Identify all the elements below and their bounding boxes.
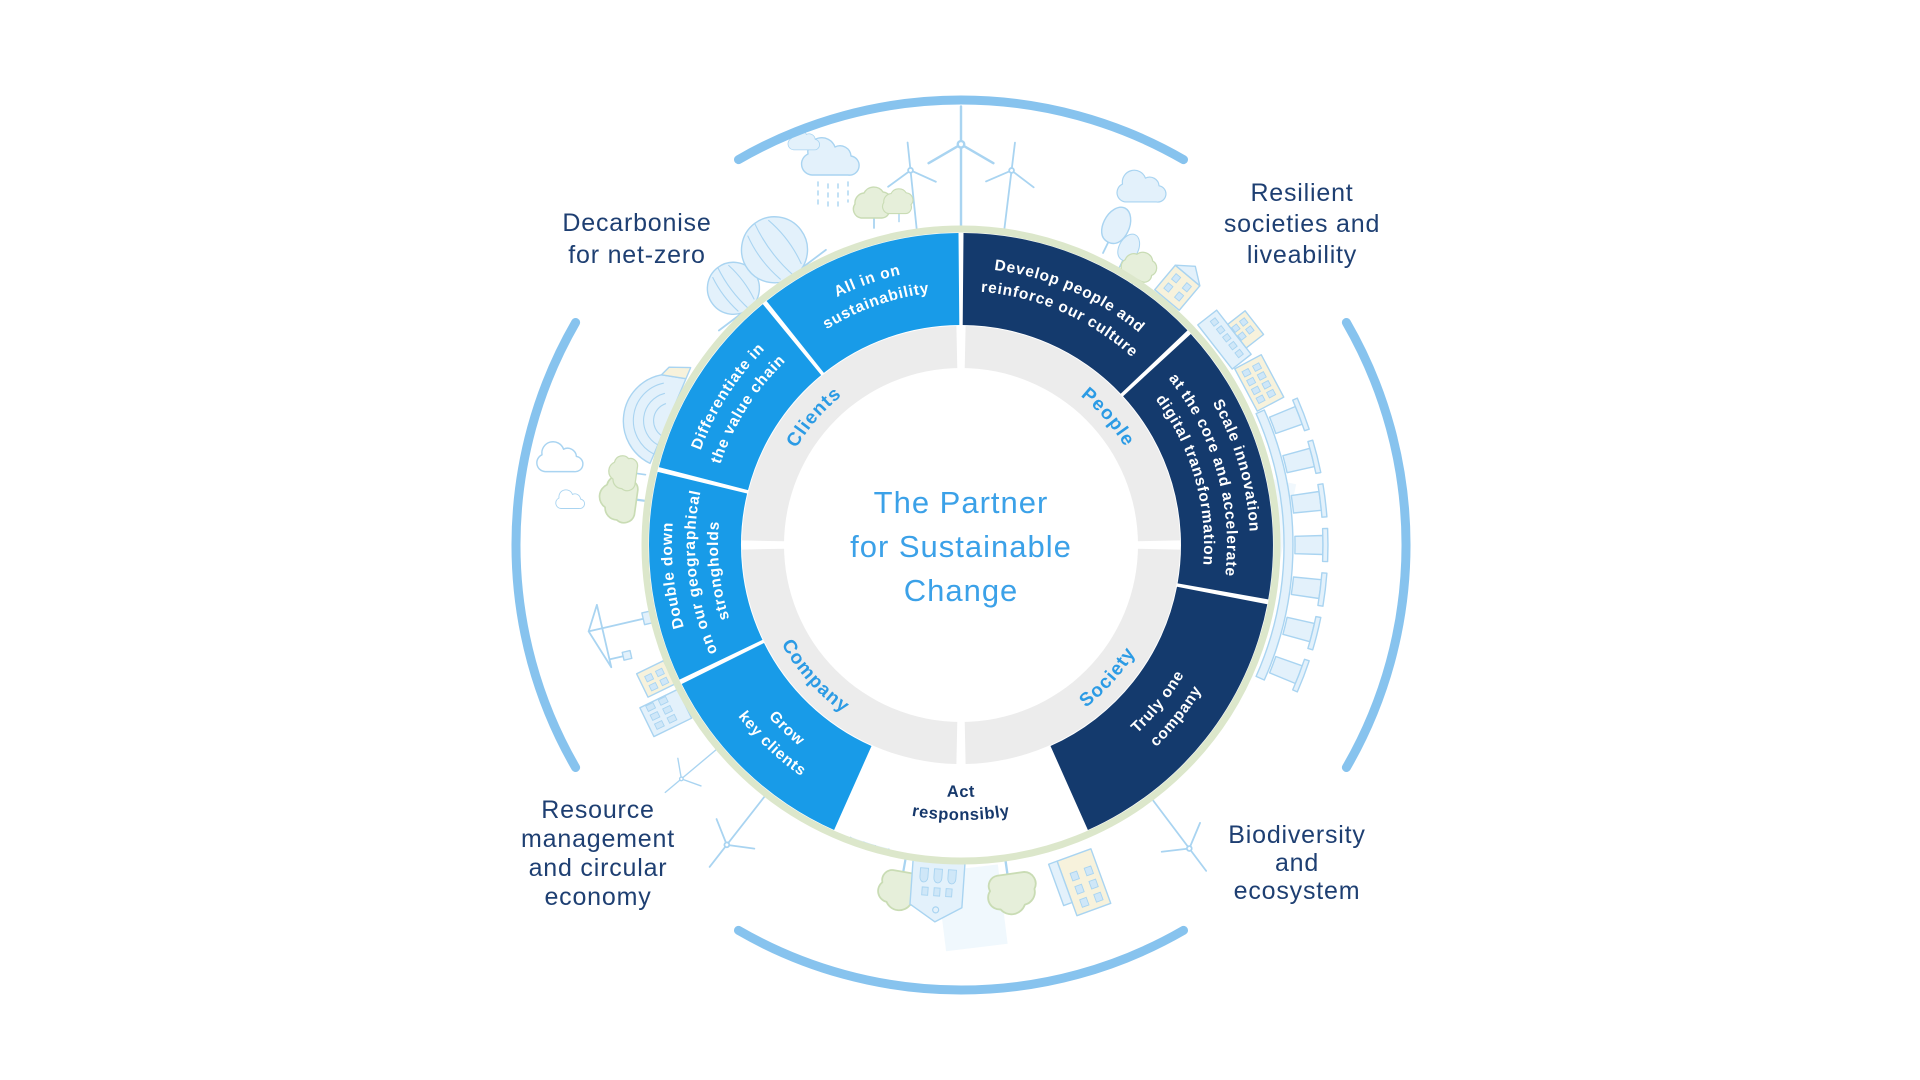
ring-segment-truly-one-company [1050, 586, 1268, 830]
act-responsibly-label: Act [947, 783, 976, 801]
bridge-viaduct-icon [1255, 397, 1329, 693]
rain-cloud-icon [787, 128, 860, 209]
corner-label-top-left: Decarbonise for net-zero [562, 209, 711, 269]
corner-label-line: economy [544, 883, 651, 911]
ring-segment-develop-people [962, 233, 1188, 394]
corner-label-line: ecosystem [1234, 877, 1361, 905]
corner-label-line: liveability [1247, 241, 1357, 269]
corner-label-line: Decarbonise [562, 209, 711, 237]
corner-label-line: management [521, 825, 675, 853]
corner-label-line: for net-zero [568, 241, 705, 269]
apartment-buildings-icon [635, 659, 693, 738]
corner-label-line: Resilient [1250, 179, 1353, 207]
arc-top [734, 95, 1188, 165]
center-title: The Partner for Sustainable Change [850, 485, 1072, 608]
corner-label-line: and [1275, 849, 1319, 877]
corner-label-line: Resource [541, 796, 654, 824]
inner-ring-quadrant [742, 326, 958, 542]
center-title-line: Change [904, 573, 1019, 608]
ring-segments [649, 233, 1273, 830]
stadium-building-icon [622, 366, 692, 465]
corner-label-bottom-right: Biodiversity and ecosystem [1228, 821, 1365, 905]
outer-green-ring [641, 225, 1281, 865]
city-block-buildings-icon [1047, 264, 1285, 917]
inner-ring-quadrant [964, 548, 1180, 764]
ring-segment-all-in-sustainability [766, 233, 960, 373]
corner-label-line: Biodiversity [1228, 821, 1365, 849]
ring-segment-double-down [649, 471, 763, 680]
ring-segment-scale-innovation [1123, 334, 1273, 600]
tower-crane-icon [587, 603, 654, 669]
inner-ring-quadrant [964, 326, 1180, 542]
corner-label-line: and circular [529, 854, 668, 882]
center-title-line: for Sustainable [850, 529, 1072, 564]
decorative-arcs [511, 95, 1411, 995]
center-circle [784, 368, 1138, 722]
act-responsibly-label: responsibly [911, 802, 1011, 824]
inner-ring-quadrant [742, 548, 958, 764]
corner-label-top-right: Resilient societies and liveability [1224, 179, 1380, 269]
ring-segment-differentiate [658, 304, 822, 491]
arc-bottom [734, 925, 1188, 995]
arc-left [511, 318, 581, 772]
corner-label-line: societies and [1224, 210, 1380, 238]
ring-segment-grow-key-clients [681, 643, 872, 830]
corner-label-bottom-left: Resource management and circular economy [521, 796, 675, 911]
center-title-line: The Partner [874, 485, 1049, 520]
arc-right [1341, 318, 1411, 772]
